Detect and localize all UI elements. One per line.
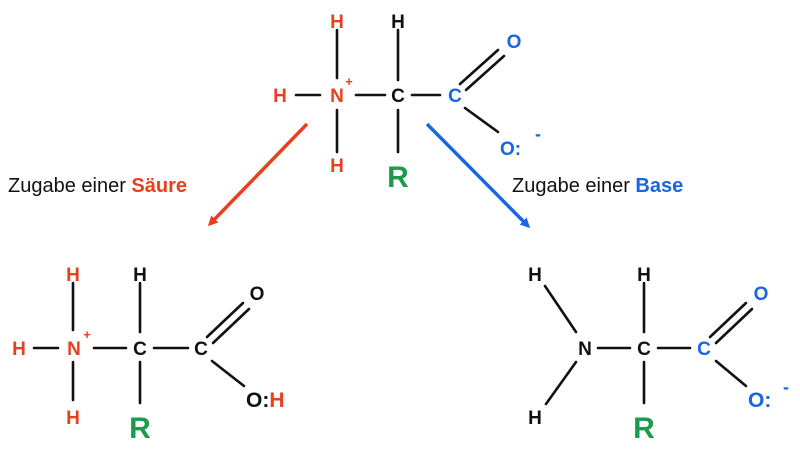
atom-h: H bbox=[133, 265, 147, 286]
atom-c: C bbox=[133, 339, 147, 360]
atom-h: H bbox=[330, 12, 344, 33]
atom-h: H bbox=[528, 265, 542, 286]
bond bbox=[544, 360, 578, 406]
charge-minus: - bbox=[783, 377, 789, 397]
atom-o: O bbox=[250, 284, 265, 305]
atom-n: N bbox=[67, 339, 81, 360]
atom-c: C bbox=[637, 339, 651, 360]
acid-label: Zugabe einer Säure bbox=[8, 175, 187, 197]
bond bbox=[458, 48, 500, 86]
atom-h: H bbox=[330, 156, 344, 177]
r-group: R bbox=[387, 161, 409, 194]
bond bbox=[211, 307, 251, 345]
acid-arrow bbox=[207, 122, 309, 227]
atom-c: C bbox=[194, 339, 208, 360]
atom-h: H bbox=[528, 408, 542, 429]
atom-c: C bbox=[697, 339, 711, 360]
bond bbox=[708, 301, 748, 339]
atom-c: C bbox=[391, 86, 405, 107]
bond bbox=[210, 359, 246, 388]
bond bbox=[714, 307, 754, 345]
atom-h: H bbox=[66, 265, 80, 286]
acid-label-prefix: Zugabe einer bbox=[8, 175, 131, 197]
top-molecule: H H H N + C C O O: - H R bbox=[273, 12, 541, 194]
bond bbox=[464, 54, 506, 92]
base-label: Zugabe einer Base bbox=[512, 175, 683, 197]
atom-h: H bbox=[637, 265, 651, 286]
bond bbox=[205, 301, 245, 339]
r-group: R bbox=[129, 412, 151, 445]
charge-plus: + bbox=[83, 327, 91, 342]
atom-c: C bbox=[448, 86, 462, 107]
r-group: R bbox=[633, 412, 655, 445]
charge-minus: - bbox=[535, 124, 541, 144]
bond bbox=[463, 106, 500, 134]
right-molecule: H H N C C O O: - H R bbox=[528, 265, 789, 445]
atom-o: O: bbox=[500, 139, 521, 160]
bond bbox=[714, 359, 748, 388]
charge-plus: + bbox=[345, 74, 353, 89]
atom-o-label: O: bbox=[246, 389, 269, 412]
acid-label-word: Säure bbox=[131, 175, 187, 197]
atom-h: H bbox=[273, 86, 287, 107]
atom-n: N bbox=[578, 339, 592, 360]
bond bbox=[543, 284, 578, 334]
atom-o: O bbox=[754, 284, 769, 305]
atom-n: N bbox=[330, 86, 344, 107]
atom-h: H bbox=[12, 339, 26, 360]
atom-h: H bbox=[391, 12, 405, 33]
atom-o: O bbox=[507, 32, 522, 53]
atom-o: O:H bbox=[246, 389, 285, 412]
base-arrow bbox=[425, 122, 531, 229]
atom-o: O: bbox=[748, 389, 771, 412]
atom-h: H bbox=[66, 408, 80, 429]
base-label-word: Base bbox=[635, 175, 683, 197]
left-molecule: H H H N + C C O O:H H R bbox=[12, 265, 284, 445]
base-label-prefix: Zugabe einer bbox=[512, 175, 635, 197]
atom-h: H bbox=[269, 389, 284, 412]
